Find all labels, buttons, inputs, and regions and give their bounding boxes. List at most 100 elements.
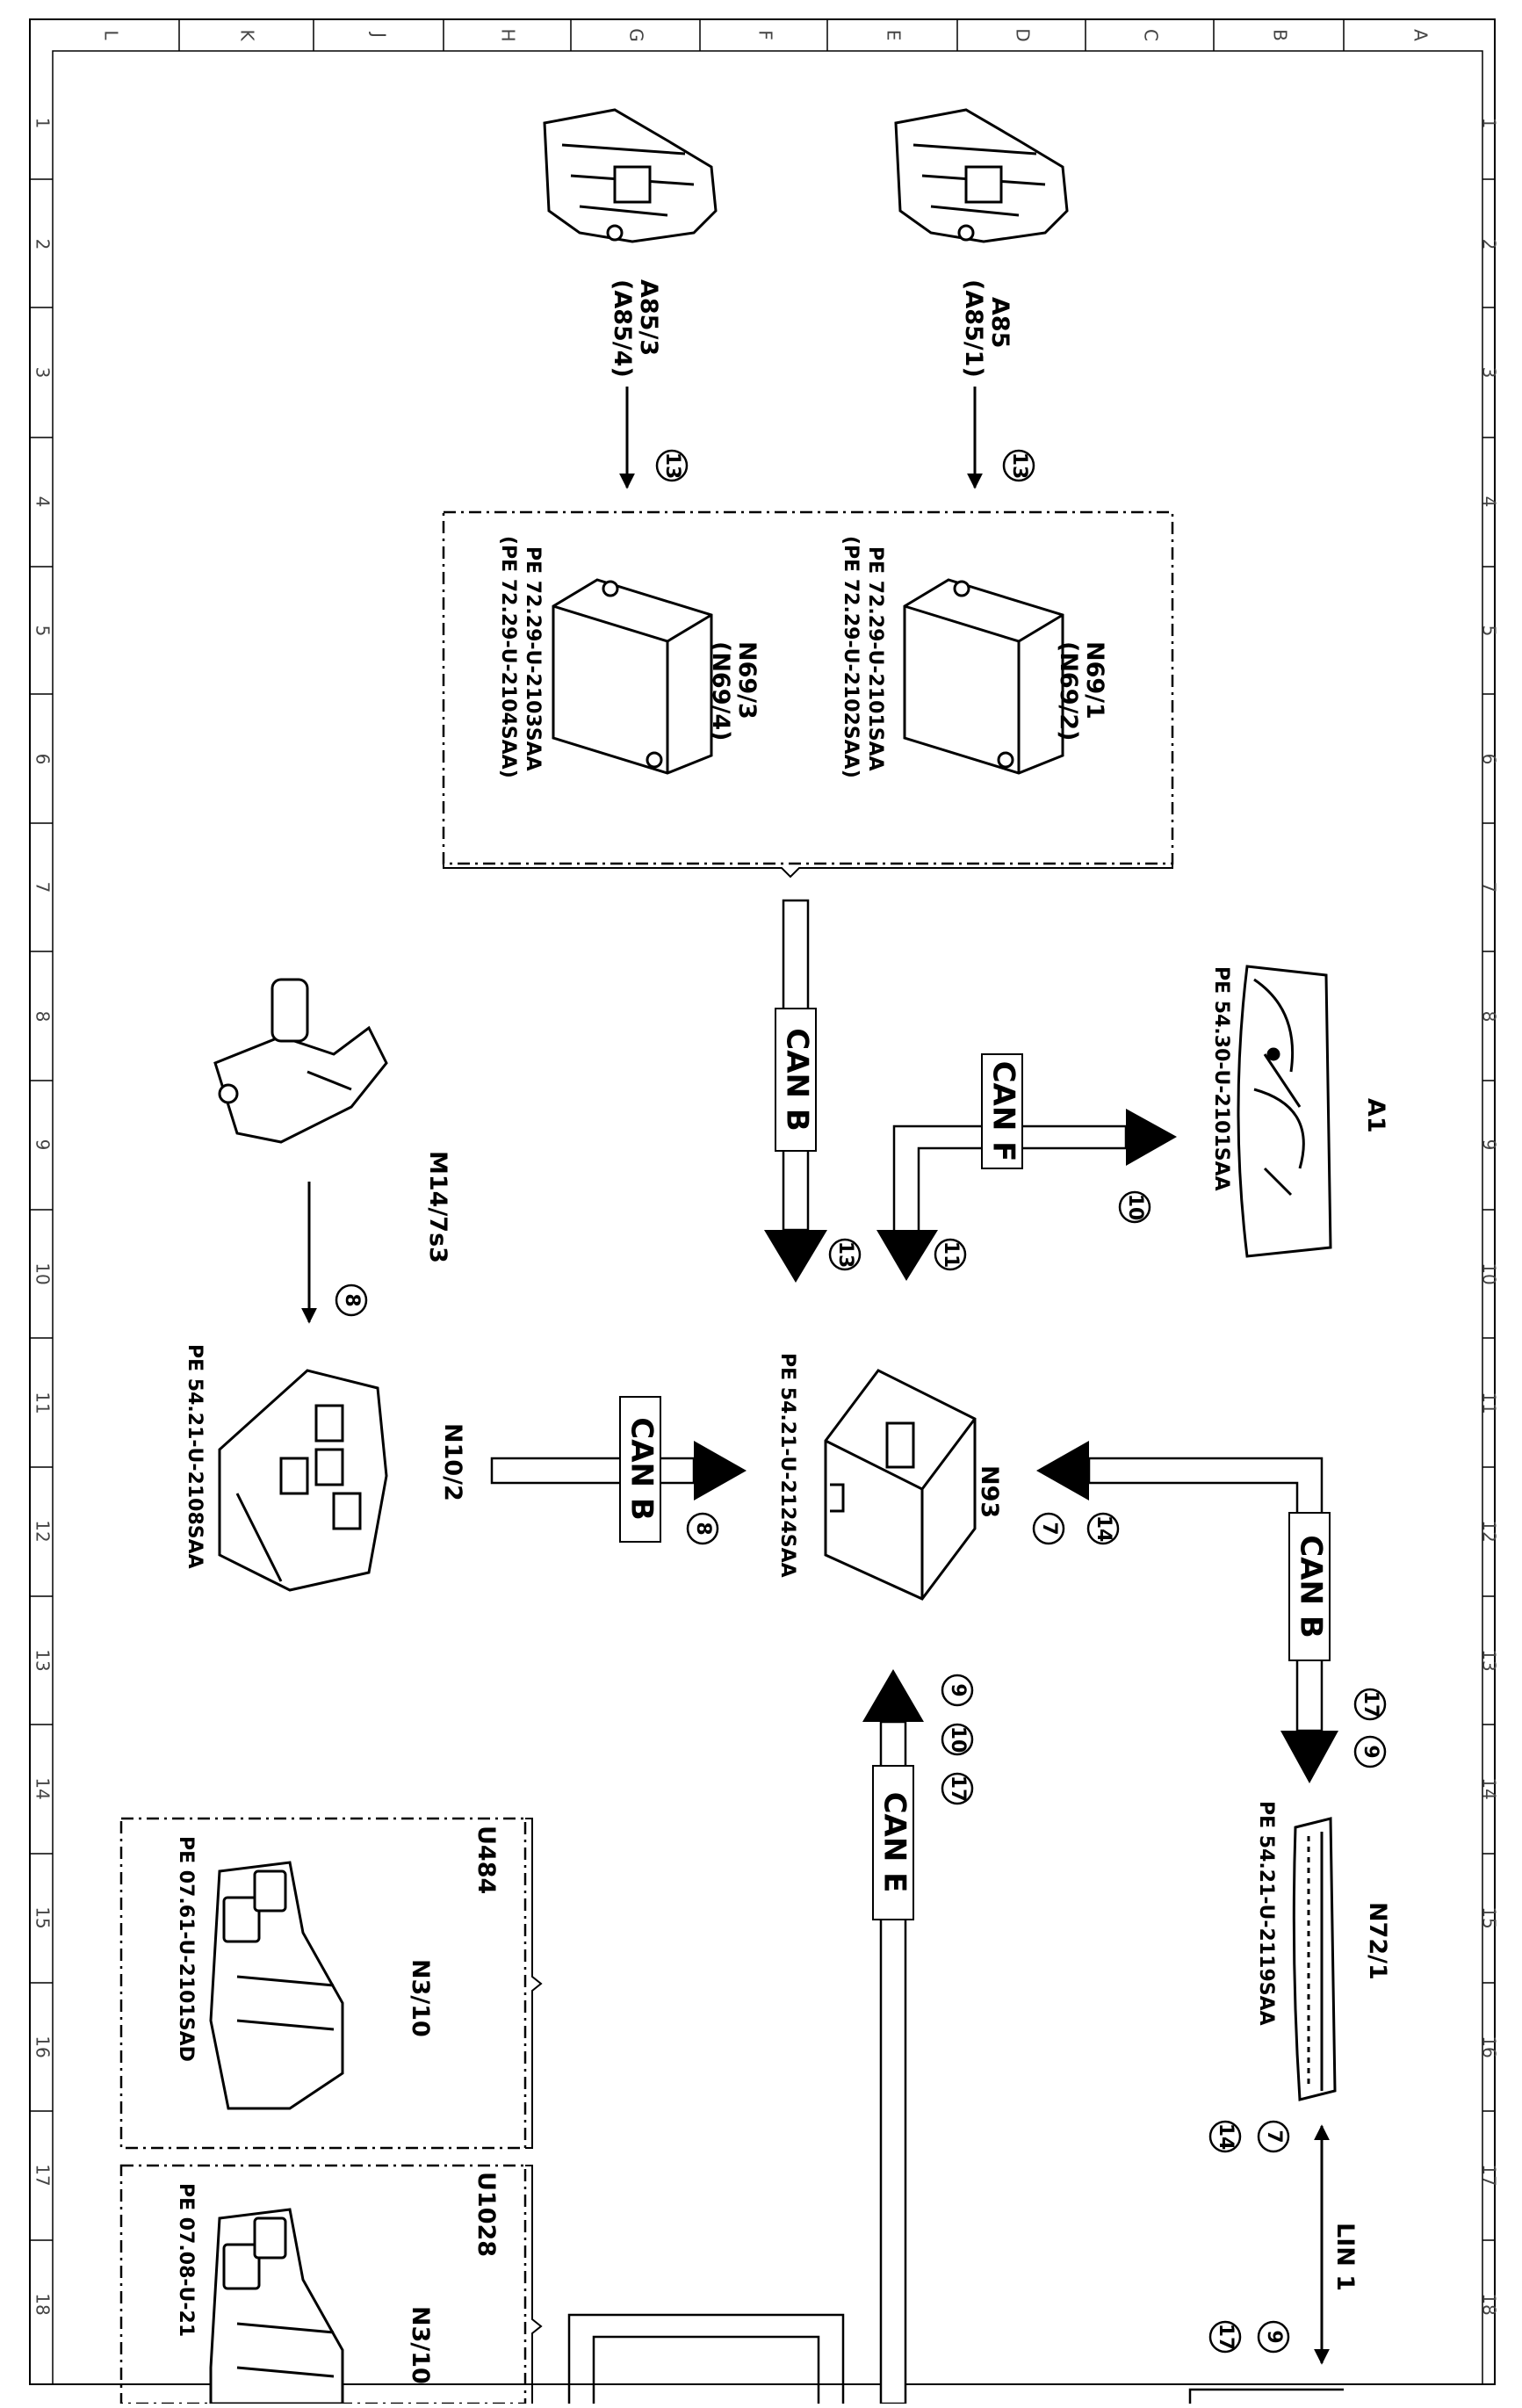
a85-3-switch-icon	[543, 108, 718, 243]
grid-col-A: A	[1410, 29, 1432, 41]
n69-1-label: N69/1	[1081, 641, 1108, 720]
grid-row-7: 7	[32, 882, 54, 893]
ref-17-can-e: 17	[941, 1772, 974, 1805]
svg-text:13: 13	[661, 452, 683, 480]
n69-3-module-icon	[552, 578, 713, 775]
a1-instrument-cluster-icon	[1237, 965, 1332, 1258]
m14-7s3-label: M14/7s3	[424, 1151, 451, 1263]
grid-row-7-right: 7	[1479, 882, 1500, 893]
grid-row-12-right: 12	[1479, 1520, 1500, 1542]
n3-10-ecu-icon-a	[209, 1861, 344, 2110]
ref-13-a85-3: 13	[655, 449, 689, 482]
n69-1-alt-label: (N69/2)	[1055, 641, 1082, 741]
a85-label: A85	[986, 297, 1013, 348]
grid-row-13: 13	[32, 1649, 54, 1671]
grid-row-2-right: 2	[1479, 239, 1500, 250]
n10-2-ref: PE 54.21-U-2108SAA	[184, 1344, 206, 1569]
svg-text:9: 9	[1263, 2330, 1285, 2343]
can-b-label-3: CAN B	[1294, 1535, 1329, 1638]
grid-row-13-right: 13	[1479, 1649, 1500, 1671]
grid-col-H: H	[498, 28, 519, 41]
u1028-can-e-connection-inner	[592, 2335, 820, 2404]
ref-7-lin: 7	[1257, 2120, 1290, 2153]
grid-row-1-right: 1	[1479, 118, 1500, 129]
grid-row-6: 6	[32, 754, 54, 765]
grid-row-8: 8	[32, 1011, 54, 1023]
n69-3-ref: PE 72.29-U-2103SAA	[522, 546, 544, 771]
grid-row-18-right: 18	[1479, 2293, 1500, 2315]
grid-col-L: L	[101, 30, 122, 40]
ref-17-n72: 17	[1353, 1688, 1387, 1721]
can-b-bus-n69: CAN B	[764, 899, 827, 1283]
grid-row-9-right: 9	[1479, 1139, 1500, 1151]
svg-text:7: 7	[1038, 1522, 1060, 1535]
grid-row-14: 14	[32, 1777, 54, 1799]
can-b-bus-n72: CAN B	[1036, 1441, 1338, 1783]
grid-row-5: 5	[32, 626, 54, 637]
can-b-label-1: CAN B	[780, 1028, 815, 1131]
grid-row-6-right: 6	[1479, 754, 1500, 765]
a85-alt-label: (A85/1)	[960, 279, 987, 378]
svg-text:10: 10	[947, 1726, 969, 1754]
a85-switch-icon	[894, 108, 1069, 243]
n72-1-ref: PE 54.21-U-2119SAA	[1255, 1801, 1277, 2026]
grid-row-12: 12	[32, 1520, 54, 1542]
grid-col-G: G	[626, 28, 647, 42]
grid-column-labels: L K J H G F E D C B A	[101, 28, 1432, 42]
grid-row-5-right: 5	[1479, 626, 1500, 637]
n3-10-label-a: N3/10	[407, 1959, 434, 2037]
grid-row-4: 4	[32, 496, 54, 508]
ref-8-n93: 8	[686, 1512, 719, 1545]
can-e-bus: CAN E	[862, 1669, 924, 2405]
grid-row-10-right: 10	[1479, 1262, 1500, 1284]
ref-11: 11	[934, 1238, 967, 1271]
can-f-bus: CAN F	[876, 1053, 1177, 1281]
can-b-bus-n10: CAN B	[490, 1396, 747, 1543]
grid-row-labels-right: 1 2 3 4 5 6 7 8 9 10 11 12 13 14 15 16 1…	[1479, 118, 1500, 2316]
n69-3-ref-alt: (PE 72.29-U-2104SAA)	[497, 536, 519, 778]
grid-col-F: F	[755, 30, 776, 40]
grid-col-K: K	[237, 29, 258, 41]
n3-10-ref-b: PE 07.08-U-21	[175, 2183, 197, 2337]
a85-3-label: A85/3	[635, 279, 662, 356]
svg-text:13: 13	[1008, 452, 1030, 480]
svg-text:11: 11	[940, 1241, 962, 1269]
ref-13-n93: 13	[828, 1238, 862, 1271]
n69-1-ref-alt: (PE 72.29-U-2102SAA)	[840, 536, 862, 778]
can-b-label-2: CAN B	[624, 1417, 660, 1520]
a1-label: A1	[1362, 1098, 1389, 1133]
svg-text:8: 8	[692, 1522, 714, 1535]
grid-row-3-right: 3	[1479, 367, 1500, 379]
n69-group-brace	[443, 864, 1173, 879]
svg-text:8: 8	[341, 1293, 363, 1306]
ref-8-m14: 8	[335, 1284, 368, 1317]
grid-col-B: B	[1270, 29, 1291, 41]
ref-13-a85: 13	[1002, 449, 1035, 482]
svg-text:7: 7	[1263, 2130, 1285, 2143]
ref-9-lin: 9	[1257, 2320, 1290, 2354]
can-e-label: CAN E	[877, 1792, 912, 1893]
ref-17-lin: 17	[1208, 2320, 1242, 2354]
svg-text:9: 9	[947, 1683, 969, 1696]
n10-2-label: N10/2	[439, 1423, 466, 1501]
partial-component-bottom-right	[1188, 2388, 1344, 2404]
u484-group	[119, 1817, 527, 2150]
grid-row-11-right: 11	[1479, 1392, 1500, 1414]
a1-ref: PE 54.30-U-2101SAA	[1210, 966, 1232, 1191]
svg-text:10: 10	[1124, 1194, 1146, 1221]
n3-10-ecu-icon-b	[209, 2208, 344, 2405]
ref-14-lin: 14	[1208, 2120, 1242, 2153]
n93-ref: PE 54.21-U-2124SAA	[776, 1353, 798, 1578]
grid-row-labels-left: 1 2 3 4 5 6 7 8 9 10 11 12 13 14 15 16 1…	[32, 118, 54, 2316]
n69-3-label: N69/3	[733, 641, 761, 720]
drawing-frame	[29, 18, 1496, 2385]
grid-row-18: 18	[32, 2293, 54, 2315]
u1028-label: U1028	[472, 2172, 500, 2257]
grid-row-16-right: 16	[1479, 2036, 1500, 2057]
svg-text:14: 14	[1093, 1515, 1114, 1543]
grid-row-15: 15	[32, 1906, 54, 1928]
grid-row-2: 2	[32, 239, 54, 250]
grid-col-D: D	[1013, 28, 1034, 41]
